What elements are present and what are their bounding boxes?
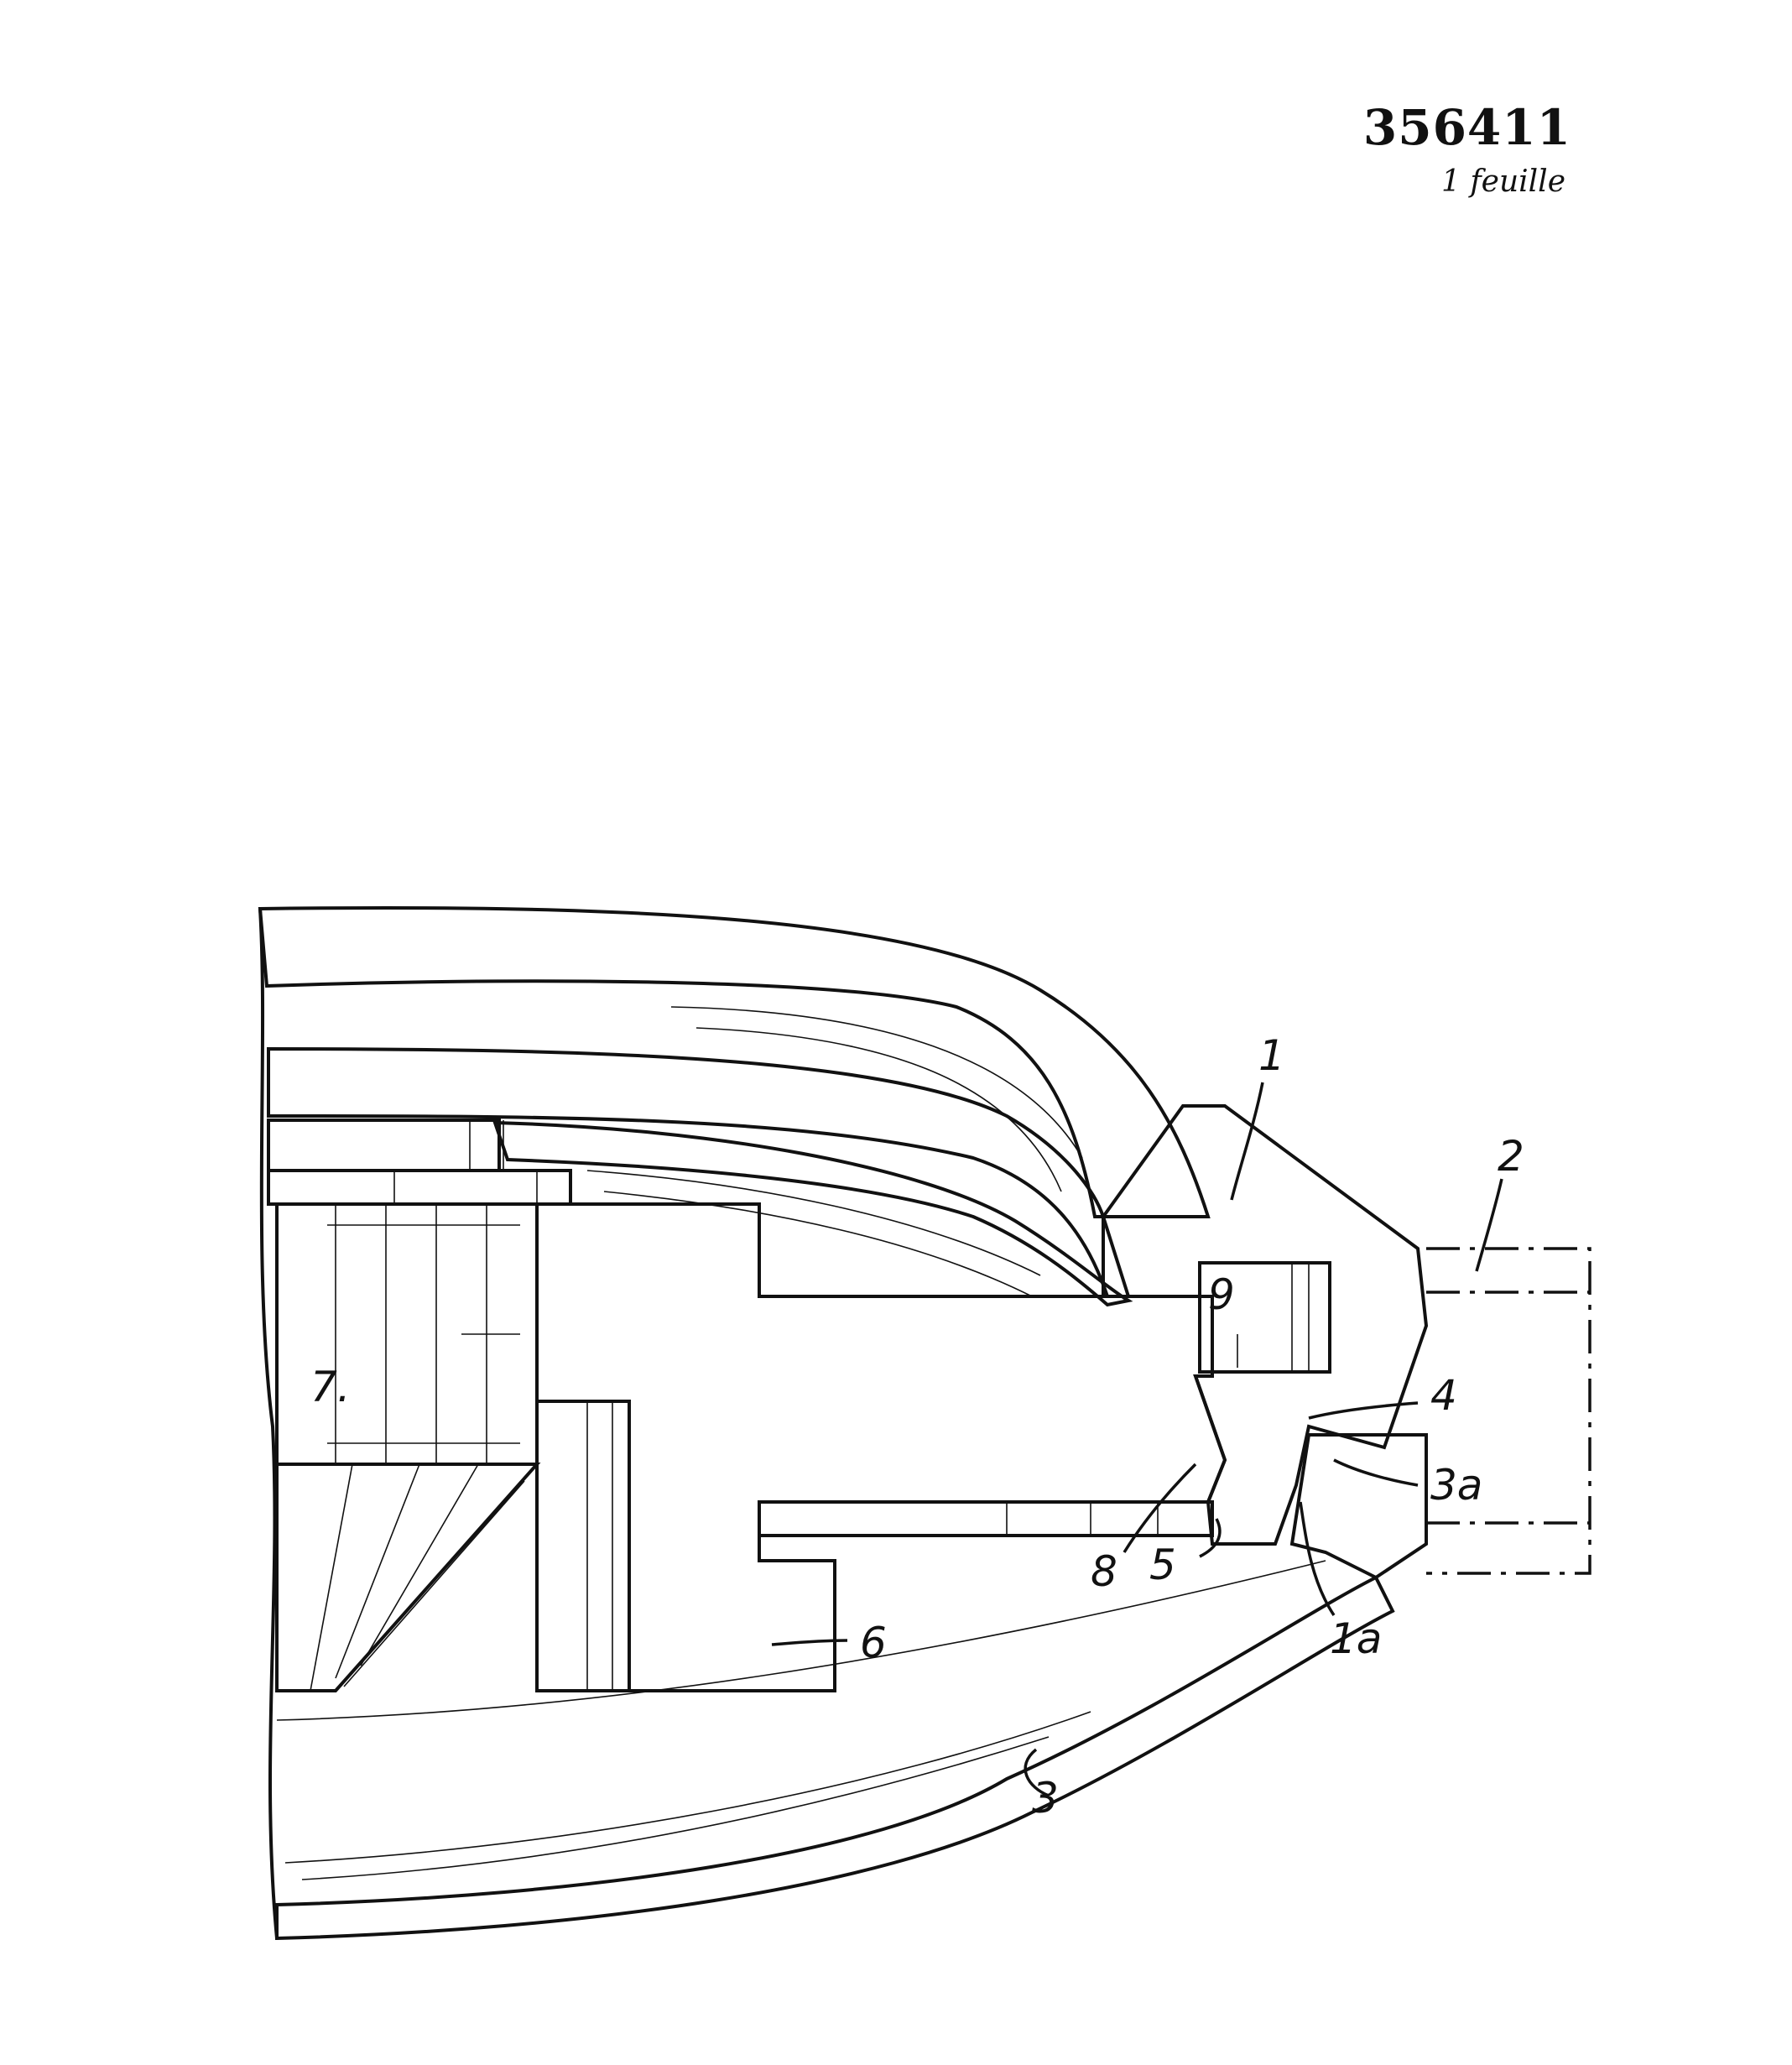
label-2: 2	[1498, 1132, 1524, 1181]
label-8: 8	[1091, 1547, 1117, 1596]
label-1a: 1a	[1330, 1614, 1382, 1663]
label-9: 9	[1208, 1270, 1235, 1319]
leader-3	[1024, 1748, 1050, 1797]
lower-jaw-3a	[1289, 1433, 1428, 1580]
leader-5	[1199, 1518, 1222, 1558]
leader-2	[1475, 1178, 1503, 1272]
cone-part	[275, 1463, 541, 1692]
leader-6	[771, 1639, 848, 1646]
outlet-2-outline	[1426, 1247, 1591, 1575]
shell-channel-line	[695, 1027, 1062, 1192]
label-1: 1	[1258, 1031, 1285, 1080]
label-7: 7.	[310, 1363, 351, 1411]
blade-line	[603, 1191, 1033, 1297]
leader-8	[1123, 1463, 1197, 1553]
leader-3a	[1333, 1458, 1419, 1487]
patent-number: 356411	[1362, 99, 1571, 156]
label-4: 4	[1430, 1371, 1457, 1420]
shell-channel-line	[670, 1006, 1083, 1159]
label-3a: 3a	[1430, 1461, 1482, 1510]
blade-line	[586, 1170, 1041, 1276]
outer-shell	[258, 905, 1211, 1218]
chamber-9	[1198, 1261, 1331, 1374]
sheet-count: 1 feuille	[1440, 164, 1565, 199]
cavity-line	[301, 1736, 1050, 1880]
cavity-line	[276, 1560, 1326, 1721]
lower-block	[535, 1400, 631, 1692]
label-5: 5	[1149, 1541, 1176, 1589]
lower-slot	[758, 1500, 1214, 1537]
break-line	[258, 908, 279, 1939]
nozzle-part-1	[1102, 1104, 1429, 1546]
leader-4	[1308, 1401, 1419, 1420]
housing-3	[275, 1575, 1395, 1941]
upper-block	[267, 1119, 501, 1172]
upper-block-step	[267, 1169, 572, 1206]
label-3: 3	[1032, 1774, 1059, 1823]
curved-blade	[492, 1120, 1133, 1307]
leader-1	[1230, 1082, 1264, 1201]
leader-1a	[1299, 1501, 1336, 1616]
cavity-line	[284, 1711, 1091, 1864]
label-6: 6	[860, 1619, 887, 1667]
